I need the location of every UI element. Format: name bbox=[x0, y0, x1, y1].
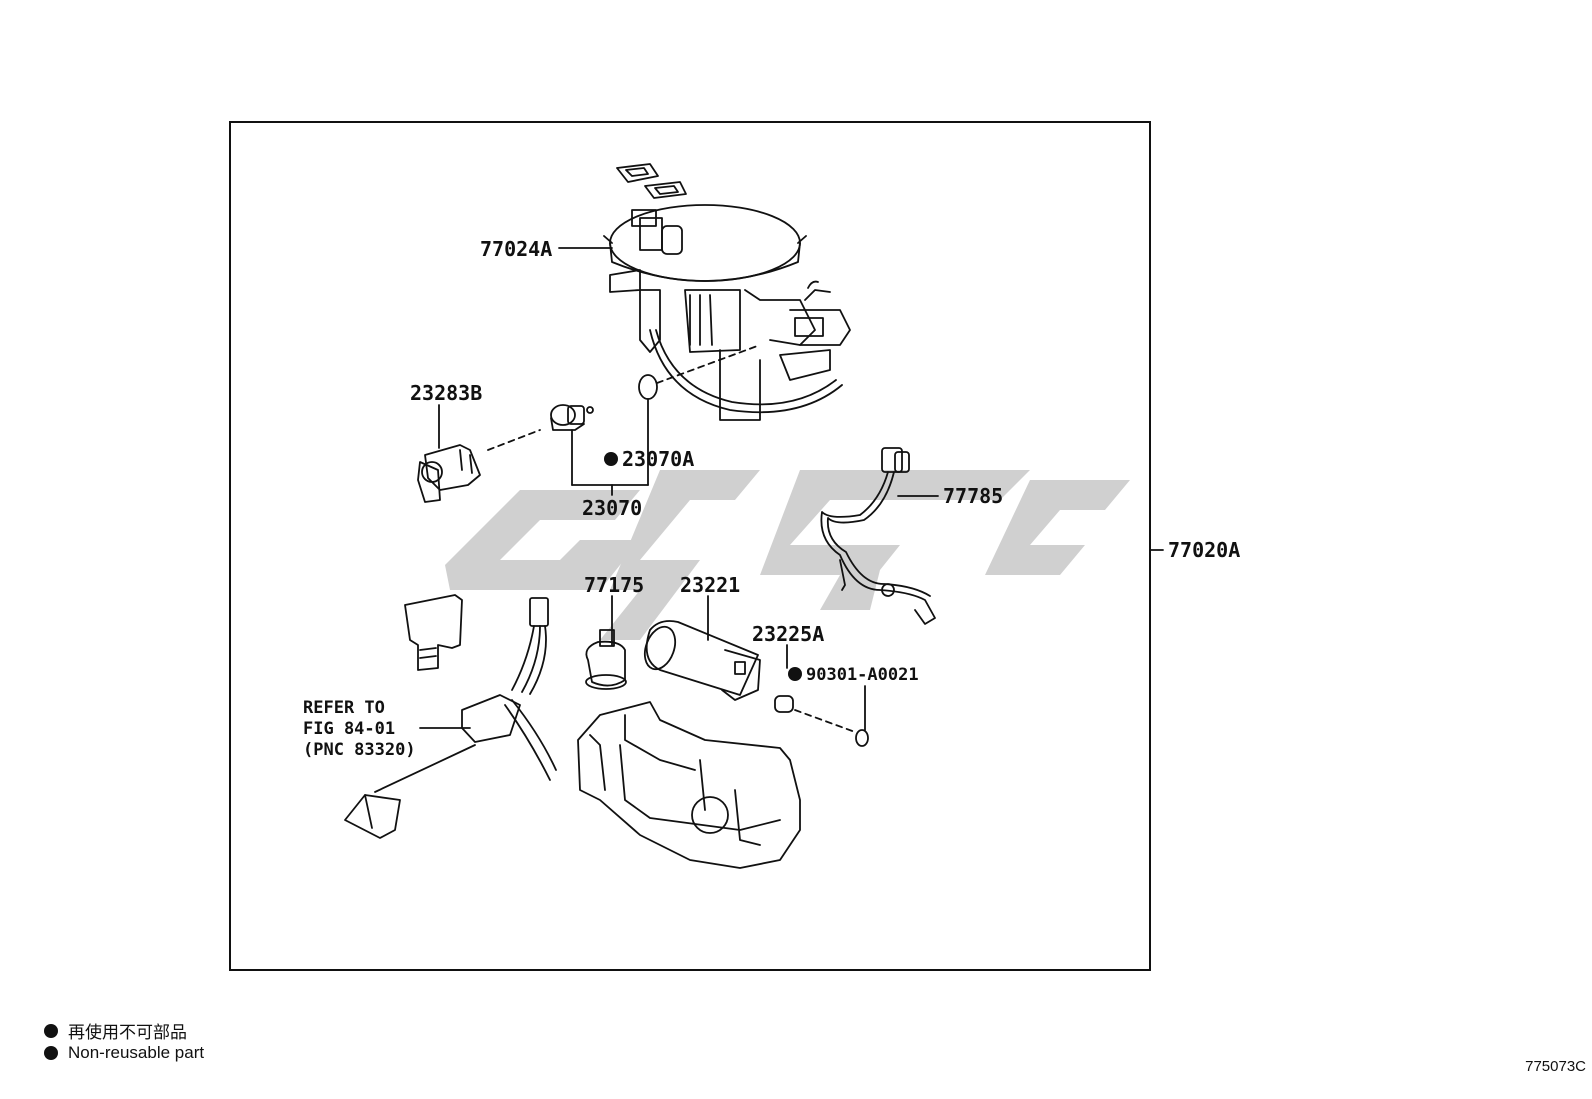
sender-cover-part bbox=[404, 594, 463, 671]
top-gasket-part bbox=[616, 163, 687, 199]
pump-retainer-part bbox=[585, 629, 627, 690]
o-ring-part bbox=[638, 374, 658, 400]
label-23070[interactable]: 23070 bbox=[582, 496, 642, 520]
label-23070A[interactable]: 23070A bbox=[622, 447, 694, 471]
label-23283B[interactable]: 23283B bbox=[410, 381, 482, 405]
legend-japanese: 再使用不可部品 bbox=[44, 1018, 187, 1043]
fuel-pump-upper-assembly bbox=[603, 204, 851, 421]
leader-dashed bbox=[656, 344, 761, 384]
pump-bracket-part bbox=[577, 701, 801, 869]
leader-lines bbox=[419, 247, 1164, 731]
diagram-frame bbox=[229, 121, 1151, 971]
non-reusable-marker bbox=[788, 667, 802, 681]
valve-part bbox=[550, 404, 594, 431]
figure-code: 775073C bbox=[1525, 1058, 1586, 1075]
wire-harness-part bbox=[820, 447, 936, 625]
label-90301-A0021[interactable]: 90301-A0021 bbox=[806, 665, 919, 685]
bullet-icon bbox=[44, 1046, 58, 1060]
refer-to-line1: REFER TO bbox=[303, 698, 385, 718]
refer-to-line3[interactable]: (PNC 83320) bbox=[303, 740, 416, 760]
leader-dashed bbox=[794, 709, 856, 733]
label-77785[interactable]: 77785 bbox=[943, 484, 1003, 508]
legend-en-text: Non-reusable part bbox=[68, 1043, 205, 1062]
non-reusable-marker bbox=[604, 452, 618, 466]
label-23221[interactable]: 23221 bbox=[680, 573, 740, 597]
legend-jp-text: 再使用不可部品 bbox=[68, 1023, 187, 1042]
gasket-part bbox=[855, 729, 869, 747]
fuel-sender-gauge-part bbox=[344, 597, 557, 839]
bullet-icon bbox=[44, 1023, 58, 1038]
label-77175[interactable]: 77175 bbox=[584, 573, 644, 597]
leader-dashed bbox=[487, 429, 541, 451]
quick-connector-part bbox=[417, 444, 481, 503]
refer-to-line2[interactable]: FIG 84-01 bbox=[303, 719, 395, 739]
label-77020A[interactable]: 77020A bbox=[1168, 538, 1240, 562]
label-77024A[interactable]: 77024A bbox=[480, 237, 552, 261]
fuel-pump-part bbox=[643, 620, 761, 701]
watermark-logo bbox=[445, 470, 1130, 640]
legend-english: Non-reusable part bbox=[44, 1043, 204, 1063]
label-23225A[interactable]: 23225A bbox=[752, 622, 824, 646]
pump-filter-part bbox=[774, 695, 794, 713]
